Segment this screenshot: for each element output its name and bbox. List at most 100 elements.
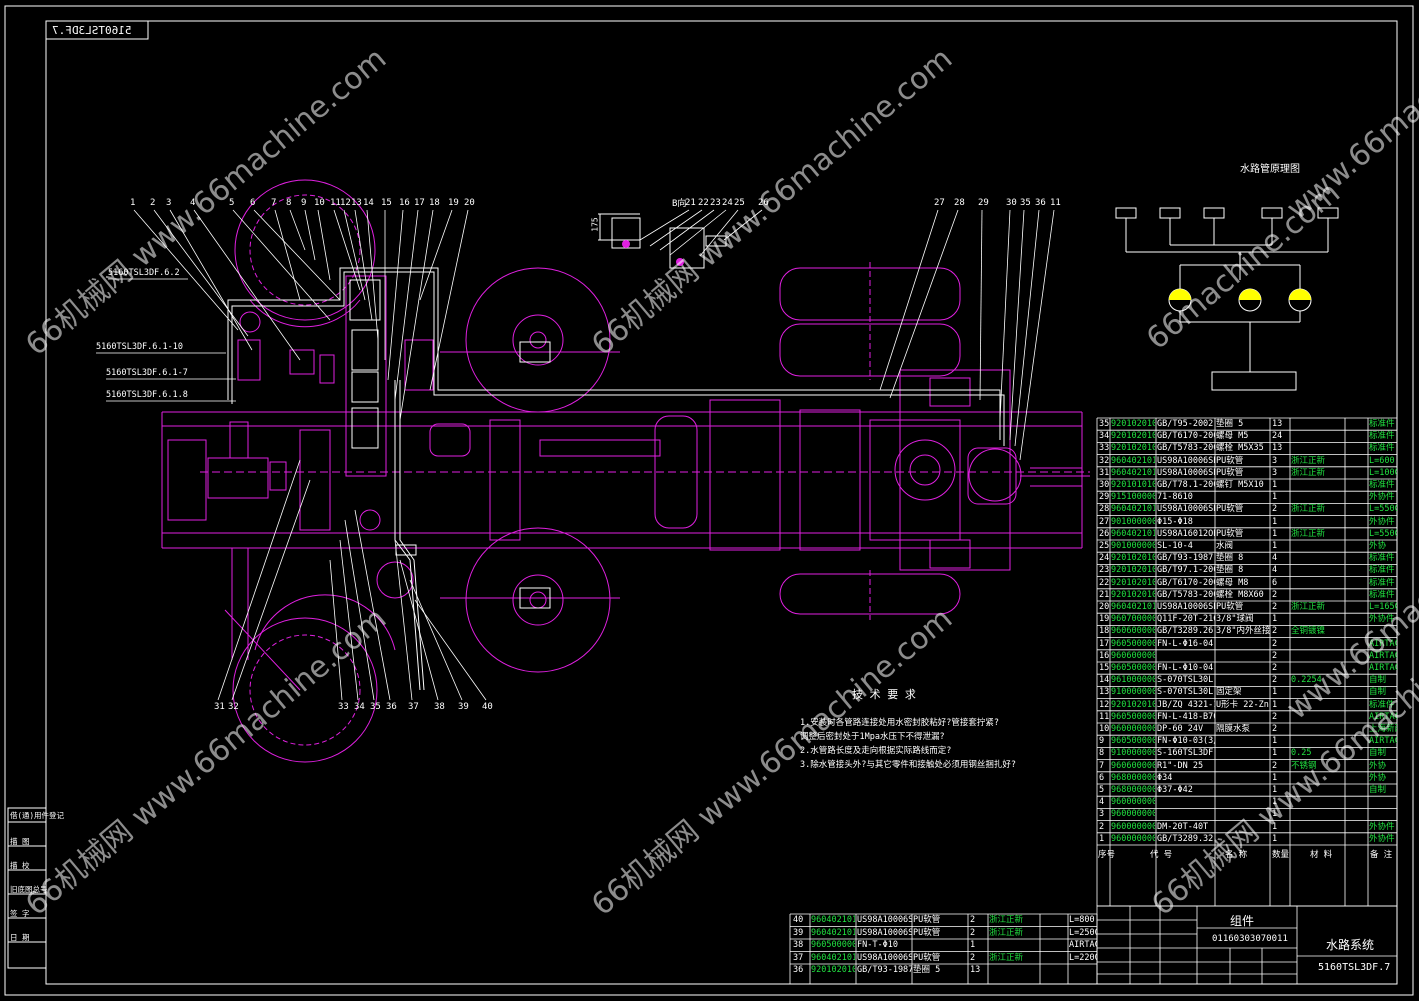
- sheet-border: [4, 5, 1414, 996]
- bom-qty: 2: [1272, 760, 1278, 771]
- bom-note: 外协件: [1369, 833, 1395, 844]
- bom-name: PU软管: [913, 927, 941, 938]
- bom-note: 标准件: [1369, 443, 1395, 454]
- callout-bottom: 37: [408, 702, 419, 712]
- callout-top: 23: [710, 198, 721, 208]
- bom-code: 960500000000: [1111, 638, 1155, 649]
- callout-leader: [217, 459, 301, 701]
- callout-top: 5: [229, 198, 235, 208]
- callout-leader: [343, 209, 366, 301]
- callout-bottom: 35: [370, 702, 381, 712]
- callout-leader: [274, 209, 301, 301]
- bom-no: 3: [1099, 809, 1105, 820]
- bom-qty: 2: [1272, 663, 1278, 673]
- bom-qty: 2: [1272, 602, 1278, 612]
- bom-code: 920102010101: [1111, 443, 1155, 454]
- bom-material: 全铜镀镍: [1291, 626, 1326, 637]
- bom-qty: 2: [1272, 724, 1278, 734]
- callout-leader: [1014, 209, 1040, 447]
- callout-leader: [317, 209, 331, 281]
- callout-top: 3: [166, 198, 172, 208]
- bom-note: 自制: [1369, 785, 1387, 795]
- bom-note: 上海新西: [1369, 724, 1397, 734]
- bom-no: 34: [1099, 431, 1110, 442]
- callout-leader: [399, 559, 439, 701]
- bom-no: 33: [1099, 443, 1110, 454]
- b-view: [598, 213, 727, 269]
- callout-leader: [153, 209, 249, 337]
- bom-qty: 1: [1272, 821, 1278, 832]
- callout-leader: [409, 579, 463, 701]
- bom-no: 13: [1099, 687, 1110, 698]
- side-block-label: 描 图: [10, 837, 30, 846]
- bom-code: 960500000000: [1111, 663, 1155, 673]
- callout-leader: [232, 209, 331, 321]
- bom-spec: GB/T93-1987: [1157, 553, 1214, 564]
- bom-note: L=1650: [1369, 602, 1397, 612]
- bom-qty: 13: [1272, 419, 1283, 429]
- bom-note: 外协件: [1369, 614, 1395, 625]
- bom-no: 2: [1099, 821, 1105, 832]
- bom-no: 31: [1099, 467, 1110, 478]
- bom-qty: 1: [1272, 809, 1278, 820]
- bom-spec: S-070TSL30L.7.3: [1157, 687, 1215, 698]
- bom-spec: 71-8610: [1157, 492, 1193, 503]
- callout-bottom: 40: [482, 702, 493, 712]
- callout-top: 35: [1020, 198, 1031, 208]
- schematic-fills: [1169, 289, 1311, 300]
- side-block-label: 借(通)用件登记: [10, 811, 65, 820]
- bom-qty: 1: [1272, 492, 1278, 503]
- bom-qty: 1: [1272, 699, 1278, 710]
- callout-leader: [979, 209, 983, 401]
- callout-top: 13: [351, 198, 362, 208]
- callout-top: 14: [363, 198, 374, 208]
- bom-spec: FN-L-Φ16-04: [1157, 638, 1214, 649]
- bom-material: 浙江正新: [1291, 528, 1326, 539]
- bom-spec: S-160TSL3DF.7.1: [1157, 748, 1215, 759]
- bom-no: 37: [793, 952, 804, 963]
- bom-no: 23: [1099, 565, 1110, 576]
- callout-leader: [879, 209, 939, 391]
- bom-code: 960700000000: [1111, 614, 1155, 625]
- bom-code: 901000000000: [1111, 516, 1155, 527]
- bom-qty: 2: [970, 915, 976, 925]
- callout-top: 27: [934, 198, 945, 208]
- side-block-label: 日 期: [10, 933, 30, 942]
- bom-spec: US98A10006SBK: [1157, 467, 1215, 478]
- callout-leader: [253, 209, 341, 301]
- bom-note: 外协件: [1369, 516, 1395, 527]
- callout-leader: [399, 209, 434, 421]
- bom-qty: 13: [970, 965, 981, 975]
- bom-spec: US98A10006SBK: [1157, 504, 1215, 515]
- bom-qty: 1: [1272, 748, 1278, 759]
- bom-spec: US98A10006SBK: [857, 927, 912, 938]
- bom-note: 标准件: [1369, 565, 1395, 576]
- bom-note: AIRTAC: [1069, 940, 1097, 950]
- bom-spec: S-070TSL30L.7-1: [1157, 675, 1215, 686]
- callout-leader: [414, 599, 487, 701]
- tech-req-line: 1.安装时各管路连接处用水密封胶粘好?管接套拧紧?: [800, 718, 999, 728]
- bom-note: 外协: [1369, 760, 1387, 771]
- callout-top: 20: [464, 198, 475, 208]
- bom-qty: 1: [1272, 480, 1278, 490]
- callout-bottom: 32: [228, 702, 239, 712]
- bom-code: 915100000000: [1111, 492, 1155, 503]
- callout-leader: [304, 209, 316, 261]
- bom-no: 35: [1099, 419, 1110, 429]
- bom-note: 外协: [1369, 772, 1387, 783]
- callout-leader: [193, 209, 301, 361]
- part-label: 5160TSL3DF.6.1.8: [106, 390, 188, 400]
- bom-no: 30: [1099, 480, 1110, 490]
- callout-bottom: 36: [386, 702, 397, 712]
- bom-note: 标准件: [1369, 589, 1395, 600]
- bom-qty: 1: [1272, 772, 1278, 783]
- bom-note: L=600: [1369, 455, 1395, 466]
- bom-note: 标准件: [1369, 480, 1395, 490]
- callout-leader: [1009, 209, 1025, 441]
- bom-material: 浙江正新: [1291, 455, 1326, 466]
- bom-code: 920102010101: [1111, 565, 1155, 576]
- bom-name: 水阀: [1216, 541, 1234, 551]
- bom-qty: 4: [1272, 565, 1278, 576]
- bom-code: 960402101000: [1111, 467, 1155, 478]
